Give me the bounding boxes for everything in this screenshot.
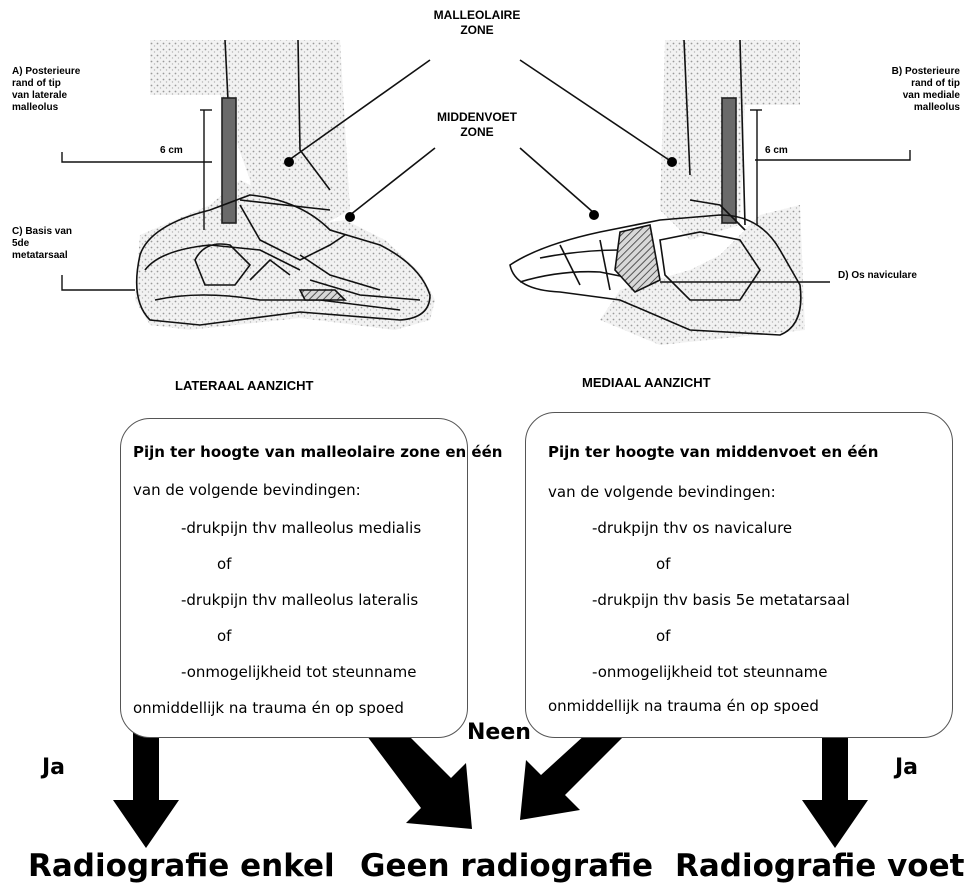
answer-neen: Neen (467, 720, 531, 745)
criteria-line: van de volgende bevindingen: (548, 483, 776, 501)
criteria-heading: Pijn ter hoogte van middenvoet en één (548, 443, 878, 461)
arrow-ja-left (113, 722, 179, 848)
measure-6cm-left: 6 cm (160, 145, 183, 157)
criteria-item: -onmogelijkheid tot steunname (181, 663, 416, 681)
zone-label-malleolaire: MALLEOLAIRE ZONE (412, 8, 542, 38)
criteria-or: of (217, 555, 231, 573)
criteria-box-middenvoet: Pijn ter hoogte van middenvoet en één va… (525, 412, 953, 738)
label-c-basis-5de-metatarsaal: C) Basis van 5de metatarsaal (12, 226, 72, 262)
answer-ja-right: Ja (895, 755, 918, 780)
label-a-lateral-malleolus: A) Posterieure rand of tip van laterale … (12, 66, 80, 114)
criteria-line: van de volgende bevindingen: (133, 481, 361, 499)
label-b-medial-malleolus: B) Posterieure rand of tip van mediale m… (840, 66, 960, 114)
criteria-or: of (217, 627, 231, 645)
criteria-heading: Pijn ter hoogte van malleolaire zone en … (133, 443, 502, 461)
lateral-foot-drawing (135, 40, 435, 330)
criteria-line: onmiddellijk na trauma én op spoed (548, 697, 819, 715)
criteria-or: of (656, 555, 670, 573)
measure-6cm-right: 6 cm (765, 145, 788, 157)
criteria-box-malleolaire: Pijn ter hoogte van malleolaire zone en … (120, 418, 468, 738)
outcome-radiografie-enkel: Radiografie enkel (28, 848, 335, 884)
criteria-item: -drukpijn thv malleolus medialis (181, 519, 421, 537)
outcome-geen-radiografie: Geen radiografie (360, 848, 653, 884)
criteria-line: onmiddellijk na trauma én op spoed (133, 699, 404, 717)
criteria-item: -drukpijn thv os navicalure (592, 519, 792, 537)
arrow-ja-right (802, 728, 868, 848)
zone-label-middenvoet: MIDDENVOET ZONE (412, 110, 542, 140)
view-title-lateral: LATERAAL AANZICHT (175, 378, 313, 393)
answer-ja-left: Ja (42, 755, 65, 780)
criteria-item: -drukpijn thv basis 5e metatarsaal (592, 591, 850, 609)
label-d-os-naviculare: D) Os naviculare (838, 270, 917, 282)
outcome-radiografie-voet: Radiografie voet (675, 848, 964, 884)
criteria-item: -drukpijn thv malleolus lateralis (181, 591, 418, 609)
criteria-or: of (656, 627, 670, 645)
view-title-medial: MEDIAAL AANZICHT (582, 375, 711, 390)
medial-foot-drawing (510, 40, 805, 345)
criteria-item: -onmogelijkheid tot steunname (592, 663, 827, 681)
